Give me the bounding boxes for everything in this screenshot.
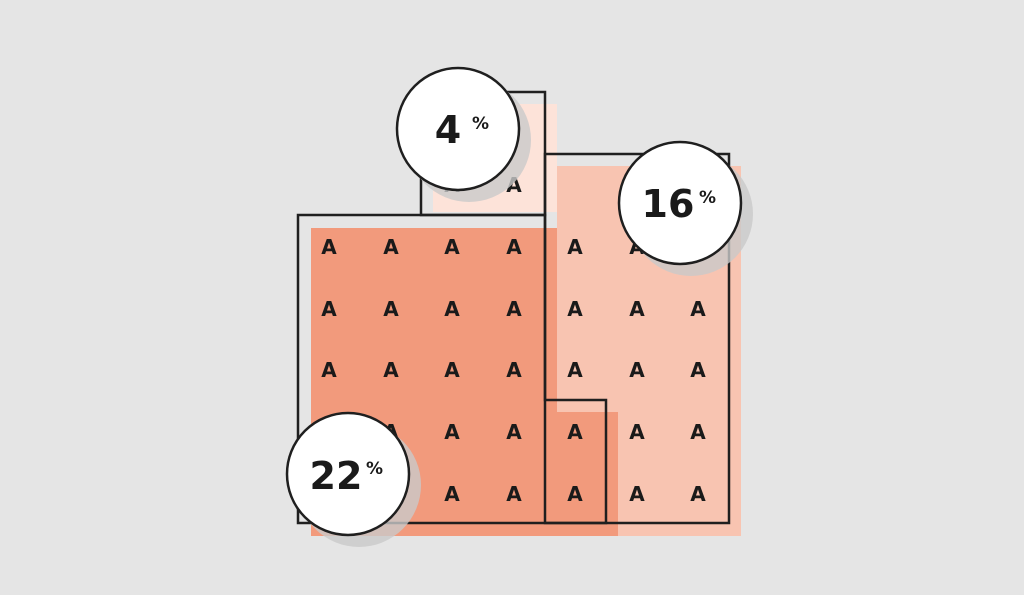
grid-letter: A: [321, 235, 337, 259]
badge-22-value: 22: [310, 454, 363, 498]
grid-letter: A: [444, 482, 460, 506]
badge-16-circle: [617, 140, 743, 266]
grid-letter: A: [506, 358, 522, 382]
grid-letter: A: [567, 358, 583, 382]
badge-4-circle: [395, 66, 521, 192]
badge-16-value: 16: [642, 182, 695, 226]
grid-letter: A: [506, 482, 522, 506]
grid-letter: A: [506, 420, 522, 444]
badge-4-value: 4: [435, 108, 461, 152]
grid-letter: A: [690, 420, 706, 444]
grid-letter: A: [506, 297, 522, 321]
grid-letter: A: [444, 297, 460, 321]
grid-letter: A: [690, 297, 706, 321]
badge-16-percent: %: [699, 188, 716, 208]
badge-16: 16 %: [617, 140, 753, 276]
grid-letter: A: [383, 358, 399, 382]
badge-22-percent: %: [366, 459, 383, 479]
badge-22: 22 %: [285, 411, 421, 547]
region-22-outline: [296, 213, 608, 525]
badge-4: 4 %: [395, 66, 531, 202]
badge-4-percent: %: [472, 114, 489, 134]
grid-letter: A: [690, 482, 706, 506]
grid-letter: A: [629, 482, 645, 506]
grid-letter: A: [383, 297, 399, 321]
badge-22-circle: [285, 411, 411, 537]
grid-letter: A: [321, 297, 337, 321]
percentage-badges: 4 % 16 % 22 %: [285, 66, 753, 547]
grid-letter: A: [567, 297, 583, 321]
grid-letter: A: [567, 420, 583, 444]
grid-letter: A: [629, 297, 645, 321]
grid-letter: A: [506, 235, 522, 259]
grid-letter: A: [690, 358, 706, 382]
grid-letter: A: [383, 235, 399, 259]
grid-letter: A: [629, 420, 645, 444]
grid-letter: A: [567, 235, 583, 259]
grid-letter: A: [567, 482, 583, 506]
grid-letter: A: [321, 358, 337, 382]
grid-letter: A: [444, 358, 460, 382]
grid-letter: A: [629, 358, 645, 382]
grid-letter: A: [444, 235, 460, 259]
grid-letter: A: [444, 420, 460, 444]
